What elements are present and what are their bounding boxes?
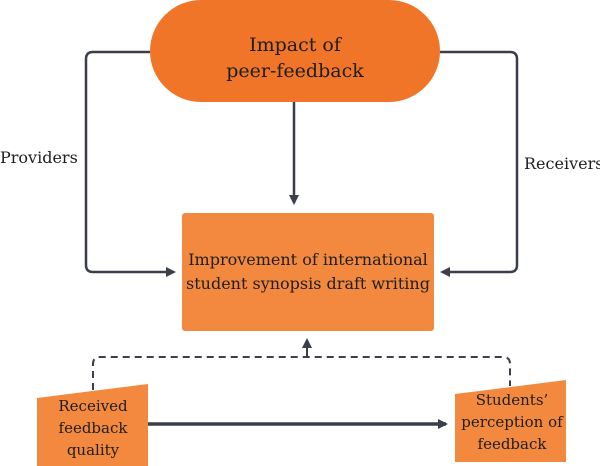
dashed-feedback-connector xyxy=(92,356,511,390)
impact-label-line2: peer-feedback xyxy=(226,60,364,82)
improvement-node-shape xyxy=(182,213,434,331)
perception-label-line3: feedback xyxy=(477,435,547,453)
improvement-node-label: Improvement of international student syn… xyxy=(182,213,434,331)
perception-node-label: Students’ perception of feedback xyxy=(456,386,568,458)
received-label-line3: quality xyxy=(66,441,120,459)
perception-node-shape xyxy=(455,380,566,462)
improvement-label-line2: student synopsis draft writing xyxy=(186,274,430,293)
received-node-label: Received feedback quality xyxy=(38,392,148,464)
impact-label-line1: Impact of xyxy=(249,34,341,56)
receivers-connector xyxy=(440,50,519,277)
receivers-edge-label: Receivers xyxy=(524,154,600,173)
impact-node-shape xyxy=(150,0,440,102)
providers-connector xyxy=(84,50,176,277)
perception-label-line1: Students’ xyxy=(475,391,549,409)
perception-label-line2: perception of xyxy=(461,413,563,431)
received-node-shape xyxy=(37,384,148,466)
impact-node-label: Impact of peer-feedback xyxy=(150,18,440,98)
received-label-line2: feedback xyxy=(58,419,128,437)
improvement-label-line1: Improvement of international xyxy=(188,250,428,269)
received-label-line1: Received xyxy=(58,397,128,415)
providers-edge-label: Providers xyxy=(0,148,78,167)
